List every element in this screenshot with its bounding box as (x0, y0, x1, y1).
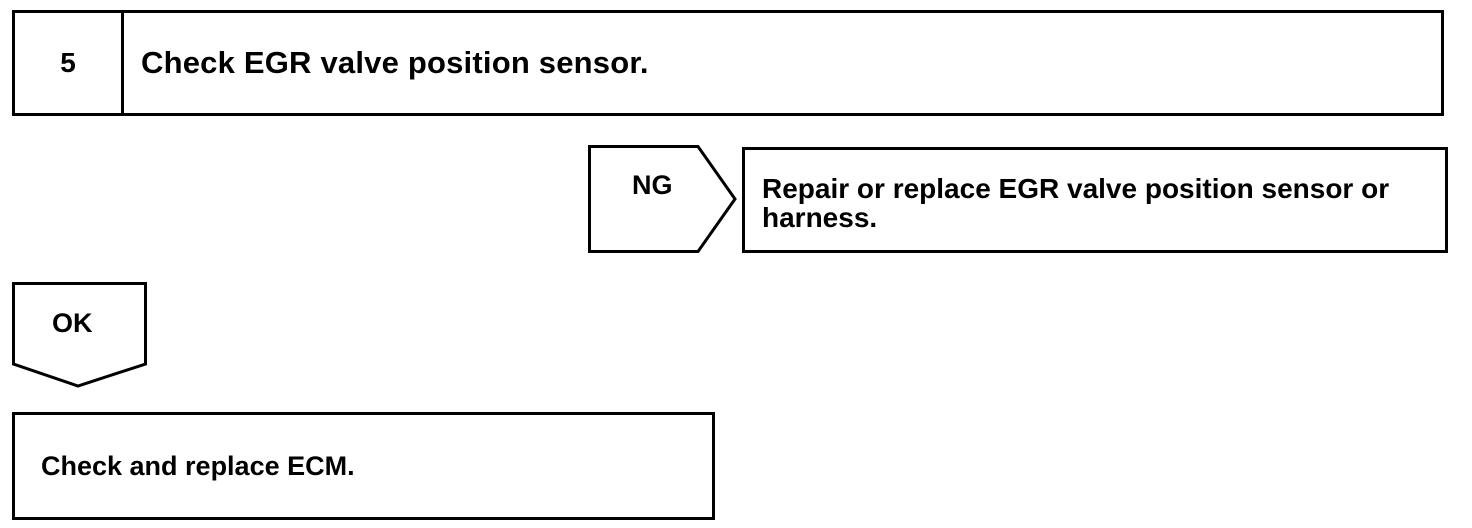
ng-result-box: Repair or replace EGR valve position sen… (742, 147, 1448, 253)
ok-label: OK (52, 308, 93, 338)
ng-arrow-tag (588, 145, 737, 253)
step-title: Check EGR valve position sensor. (141, 45, 649, 80)
step-header-box: 5 Check EGR valve position sensor. (12, 10, 1444, 116)
ok-result-text: Check and replace ECM. (41, 450, 355, 481)
ok-result-box: Check and replace ECM. (12, 412, 715, 520)
ok-arrow-tag (12, 282, 147, 388)
ng-label: NG (632, 170, 673, 200)
step-number: 5 (15, 13, 124, 113)
ng-result-text: Repair or replace EGR valve position sen… (762, 173, 1390, 233)
